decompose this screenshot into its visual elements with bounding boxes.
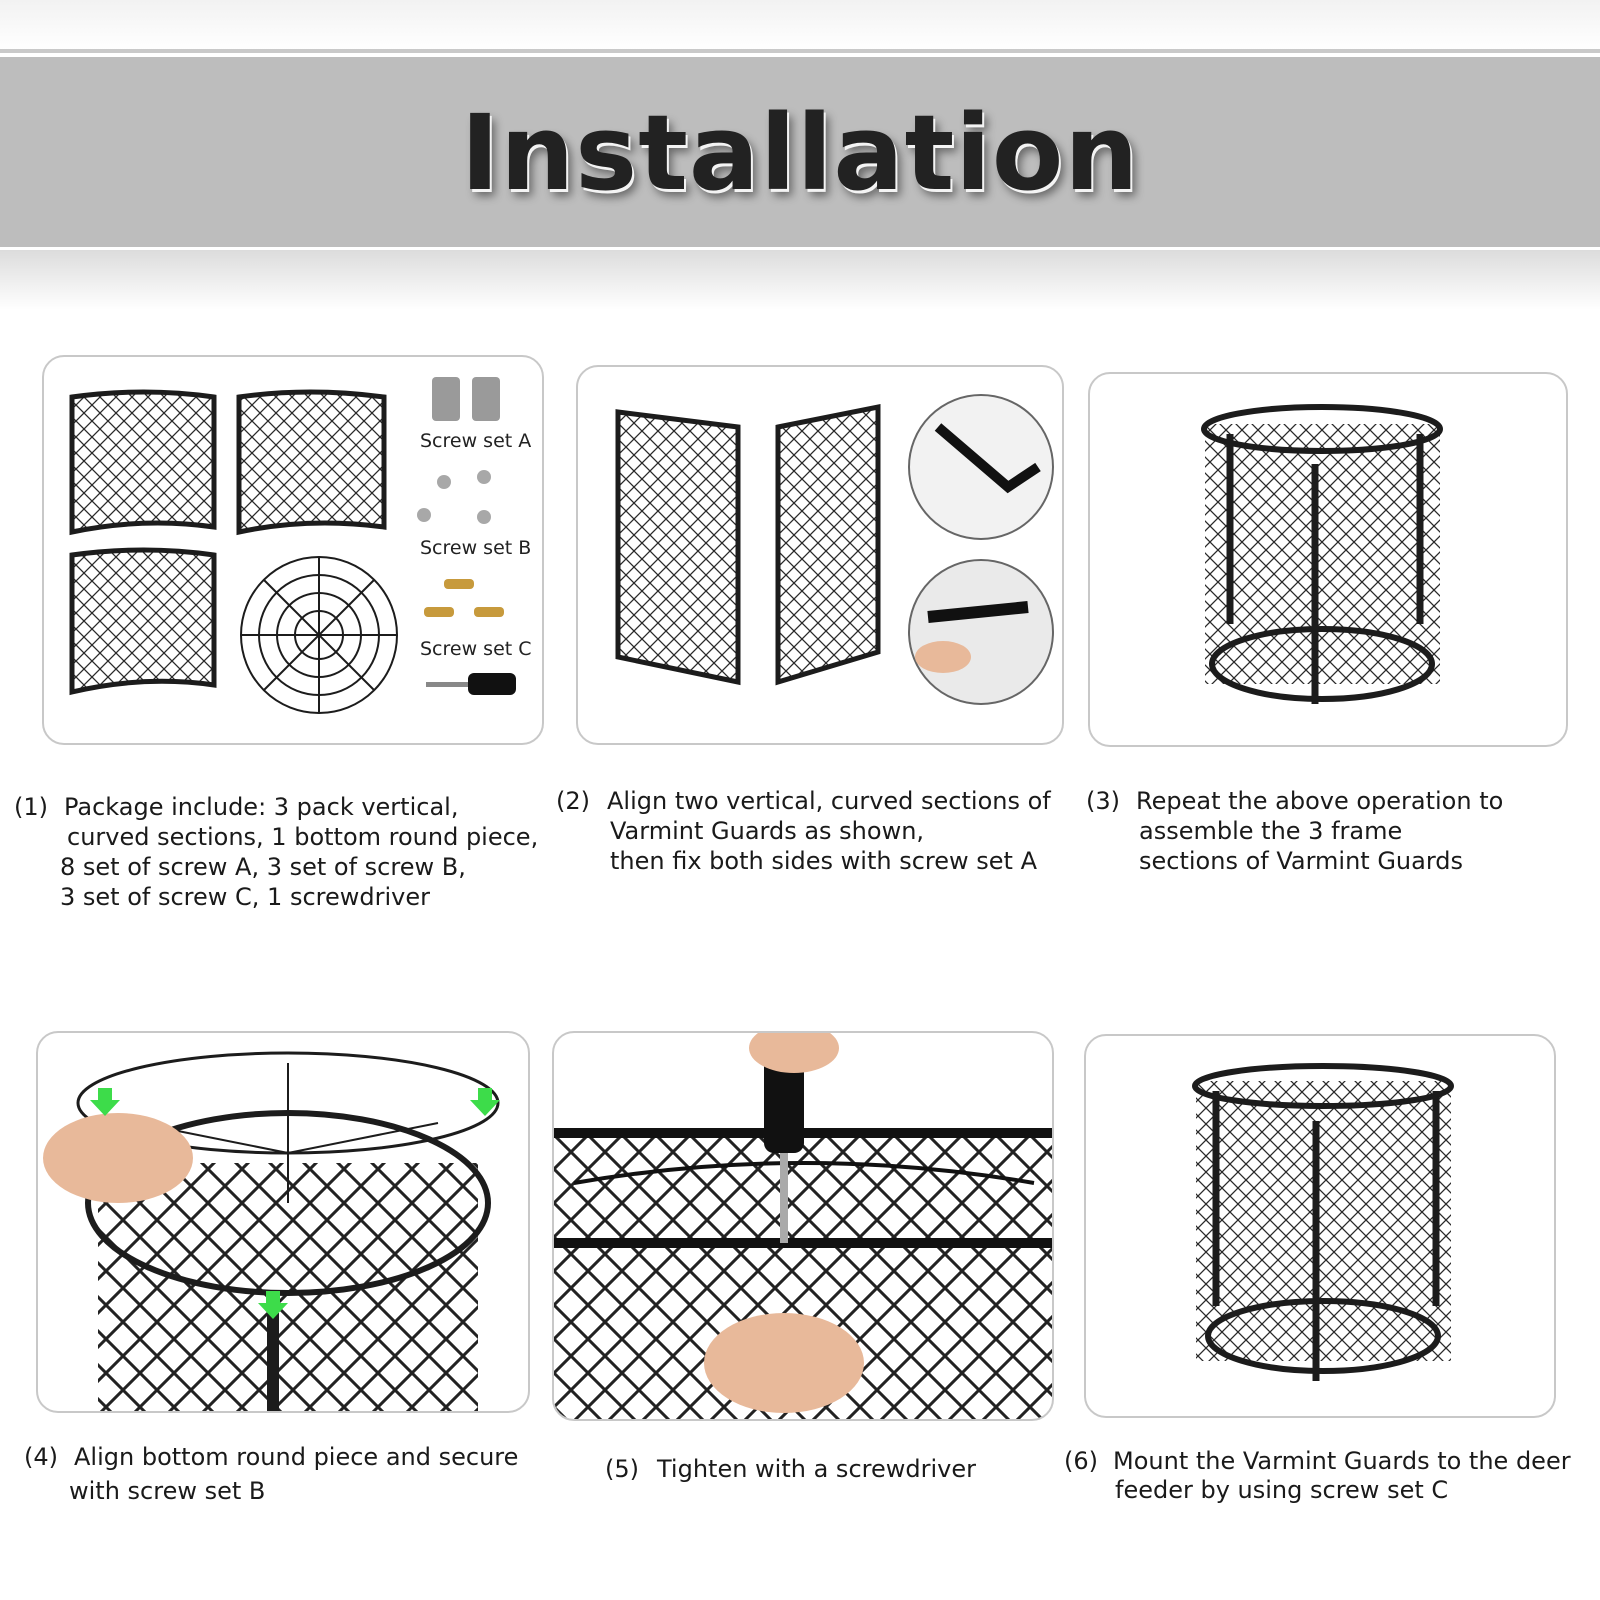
step-1-caption: (1) Package include: 3 pack vertical, cu… [14,792,554,917]
screw-set-a-label: Screw set A [420,430,531,452]
title-banner [0,53,1600,251]
step-4-image [36,1031,530,1413]
step-2-caption: (2) Align two vertical, curved sections … [556,786,1076,881]
step-number: (6) [1064,1447,1098,1475]
step-3-caption: (3) Repeat the above operation to assemb… [1086,786,1586,881]
frame-with-round-piece [76,1051,500,1411]
step-number: (3) [1086,787,1120,815]
step-4-caption: (4) Align bottom round piece and secure … [24,1442,544,1507]
bottom-round-piece [240,556,398,714]
step-number: (4) [24,1443,58,1471]
curved-section-left [615,409,741,686]
step-5-caption: (5) Tighten with a screwdriver [605,1454,1005,1489]
step-5-image [552,1031,1054,1421]
step-6-image [1084,1034,1556,1418]
screw-set-c-icon [424,579,504,617]
step-3-image [1088,372,1568,747]
assembled-frame [1201,404,1443,704]
caption-line: Package include: 3 pack vertical, [64,793,459,821]
caption-line: Repeat the above operation to [1136,787,1504,815]
screwdriver-icon [764,1053,804,1243]
caption-line: Mount the Varmint Guards to the deer [1113,1447,1571,1475]
banner-shadow [0,250,1600,310]
curved-section-right [775,403,881,686]
caption-line: curved sections, 1 bottom round piece, [67,823,539,851]
caption-line: assemble the 3 frame [1139,817,1403,845]
caption-line: sections of Varmint Guards [1139,847,1464,875]
caption-line: 3 set of screw C, 1 screwdriver [60,883,430,911]
caption-line: with screw set B [69,1477,266,1505]
step-number: (5) [605,1455,639,1483]
closeup-bracket-top [908,394,1054,540]
caption-line: Align two vertical, curved sections of [607,787,1051,815]
caption-line: Tighten with a screwdriver [657,1455,976,1483]
step-6-caption: (6) Mount the Varmint Guards to the deer… [1064,1446,1584,1511]
caption-line: Align bottom round piece and secure [74,1443,519,1471]
screw-set-c-label: Screw set C [420,638,532,660]
curved-section-1 [69,389,217,536]
screw-set-b-label: Screw set B [420,537,531,559]
caption-line: 8 set of screw A, 3 set of screw B, [60,853,466,881]
caption-line: then fix both sides with screw set A [610,847,1037,875]
step-number: (2) [556,787,590,815]
page-title: Installation [460,92,1140,214]
closeup-bracket-bottom [908,559,1054,705]
green-arrow-icon [90,1088,500,1319]
caption-line: Varmint Guards as shown, [610,817,925,845]
step-number: (1) [14,793,48,821]
screwdriver-icon [426,673,516,695]
mounted-guard [1192,1063,1454,1381]
caption-line: feeder by using screw set C [1115,1476,1449,1504]
screw-set-a-icon [432,377,500,421]
curved-section-3 [69,547,217,696]
hand-illustration [43,1113,193,1203]
top-fade [0,0,1600,50]
screw-set-b-icon [417,470,491,524]
step-2-image [576,365,1064,745]
hand-illustration [704,1033,864,1413]
curved-section-2 [236,389,387,536]
step-1-image: Screw set A Screw set B Screw set C [42,355,544,745]
